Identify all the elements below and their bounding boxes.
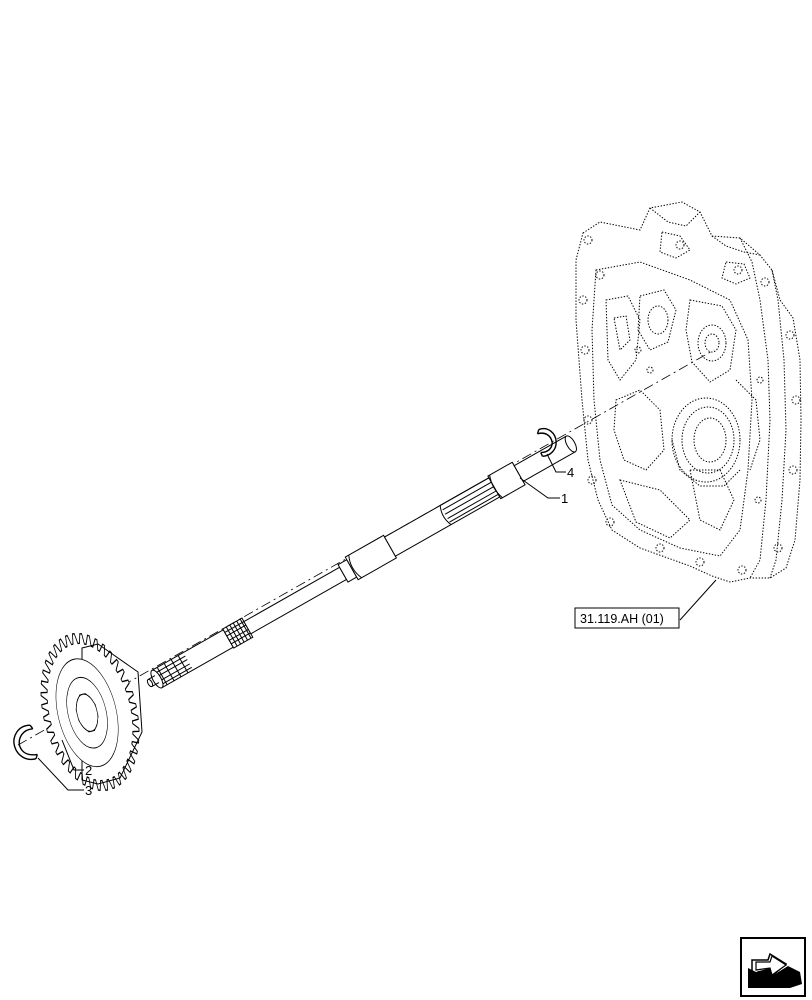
shaft-part-1 (146, 435, 577, 689)
reference-link[interactable]: 31.119.AH (01) (574, 607, 680, 629)
leader-lines (37, 453, 717, 791)
callout-3: 3 (85, 783, 92, 798)
transmission-housing (575, 201, 802, 583)
snap-ring-part-3 (13, 724, 38, 761)
callout-2: 2 (85, 763, 92, 778)
reference-label[interactable]: 31.119.AH (01) (580, 612, 664, 626)
callout-1: 1 (561, 491, 568, 506)
next-page-arrow-icon[interactable] (740, 937, 806, 997)
callout-4: 4 (567, 465, 574, 480)
snap-ring-part-4 (536, 427, 557, 458)
gear-part-2 (40, 632, 143, 792)
